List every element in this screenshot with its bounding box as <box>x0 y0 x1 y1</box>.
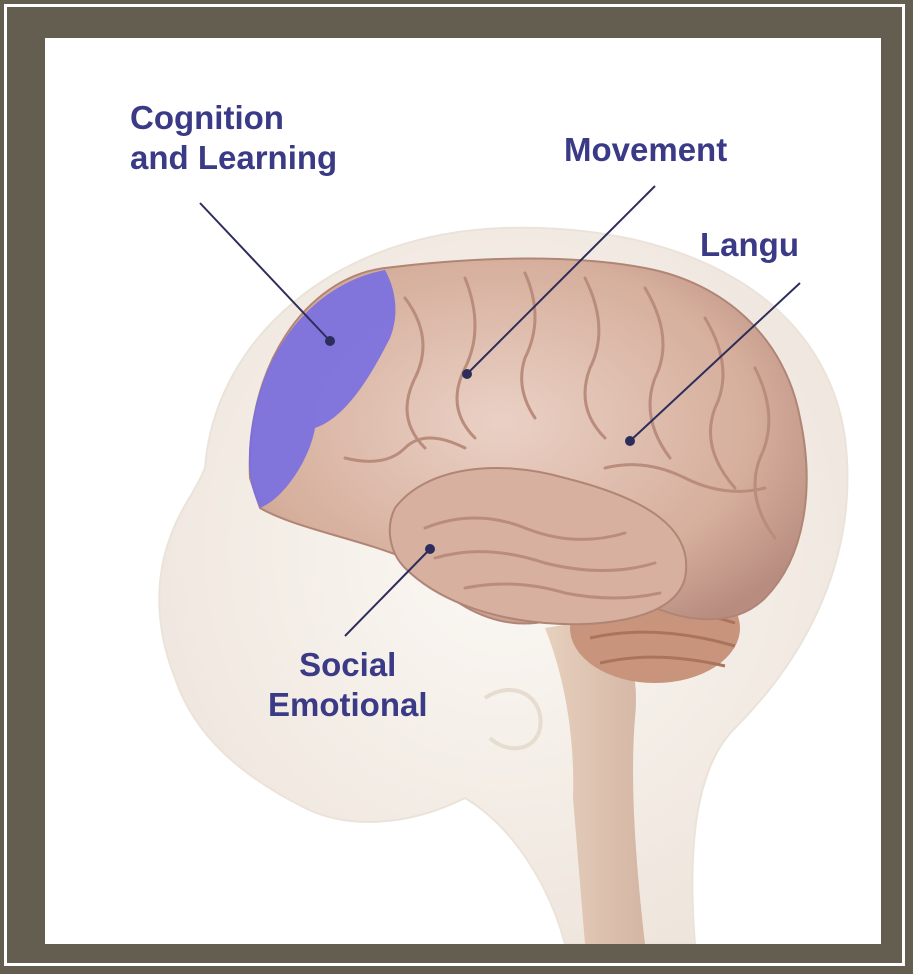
label-cognition: Cognition and Learning <box>130 98 337 178</box>
label-social-emotional: Social Emotional <box>268 645 428 725</box>
label-social-line1: Social <box>268 645 428 685</box>
label-social-line2: Emotional <box>268 685 428 725</box>
label-language: Langu <box>700 225 799 265</box>
movement-dot <box>462 369 472 379</box>
label-cognition-line2: and Learning <box>130 138 337 178</box>
diagram-panel: Cognition and Learning Movement Langu So… <box>45 38 881 944</box>
label-movement: Movement <box>564 130 727 170</box>
cognition-dot <box>325 336 335 346</box>
language-dot <box>625 436 635 446</box>
social-dot <box>425 544 435 554</box>
label-cognition-line1: Cognition <box>130 98 337 138</box>
